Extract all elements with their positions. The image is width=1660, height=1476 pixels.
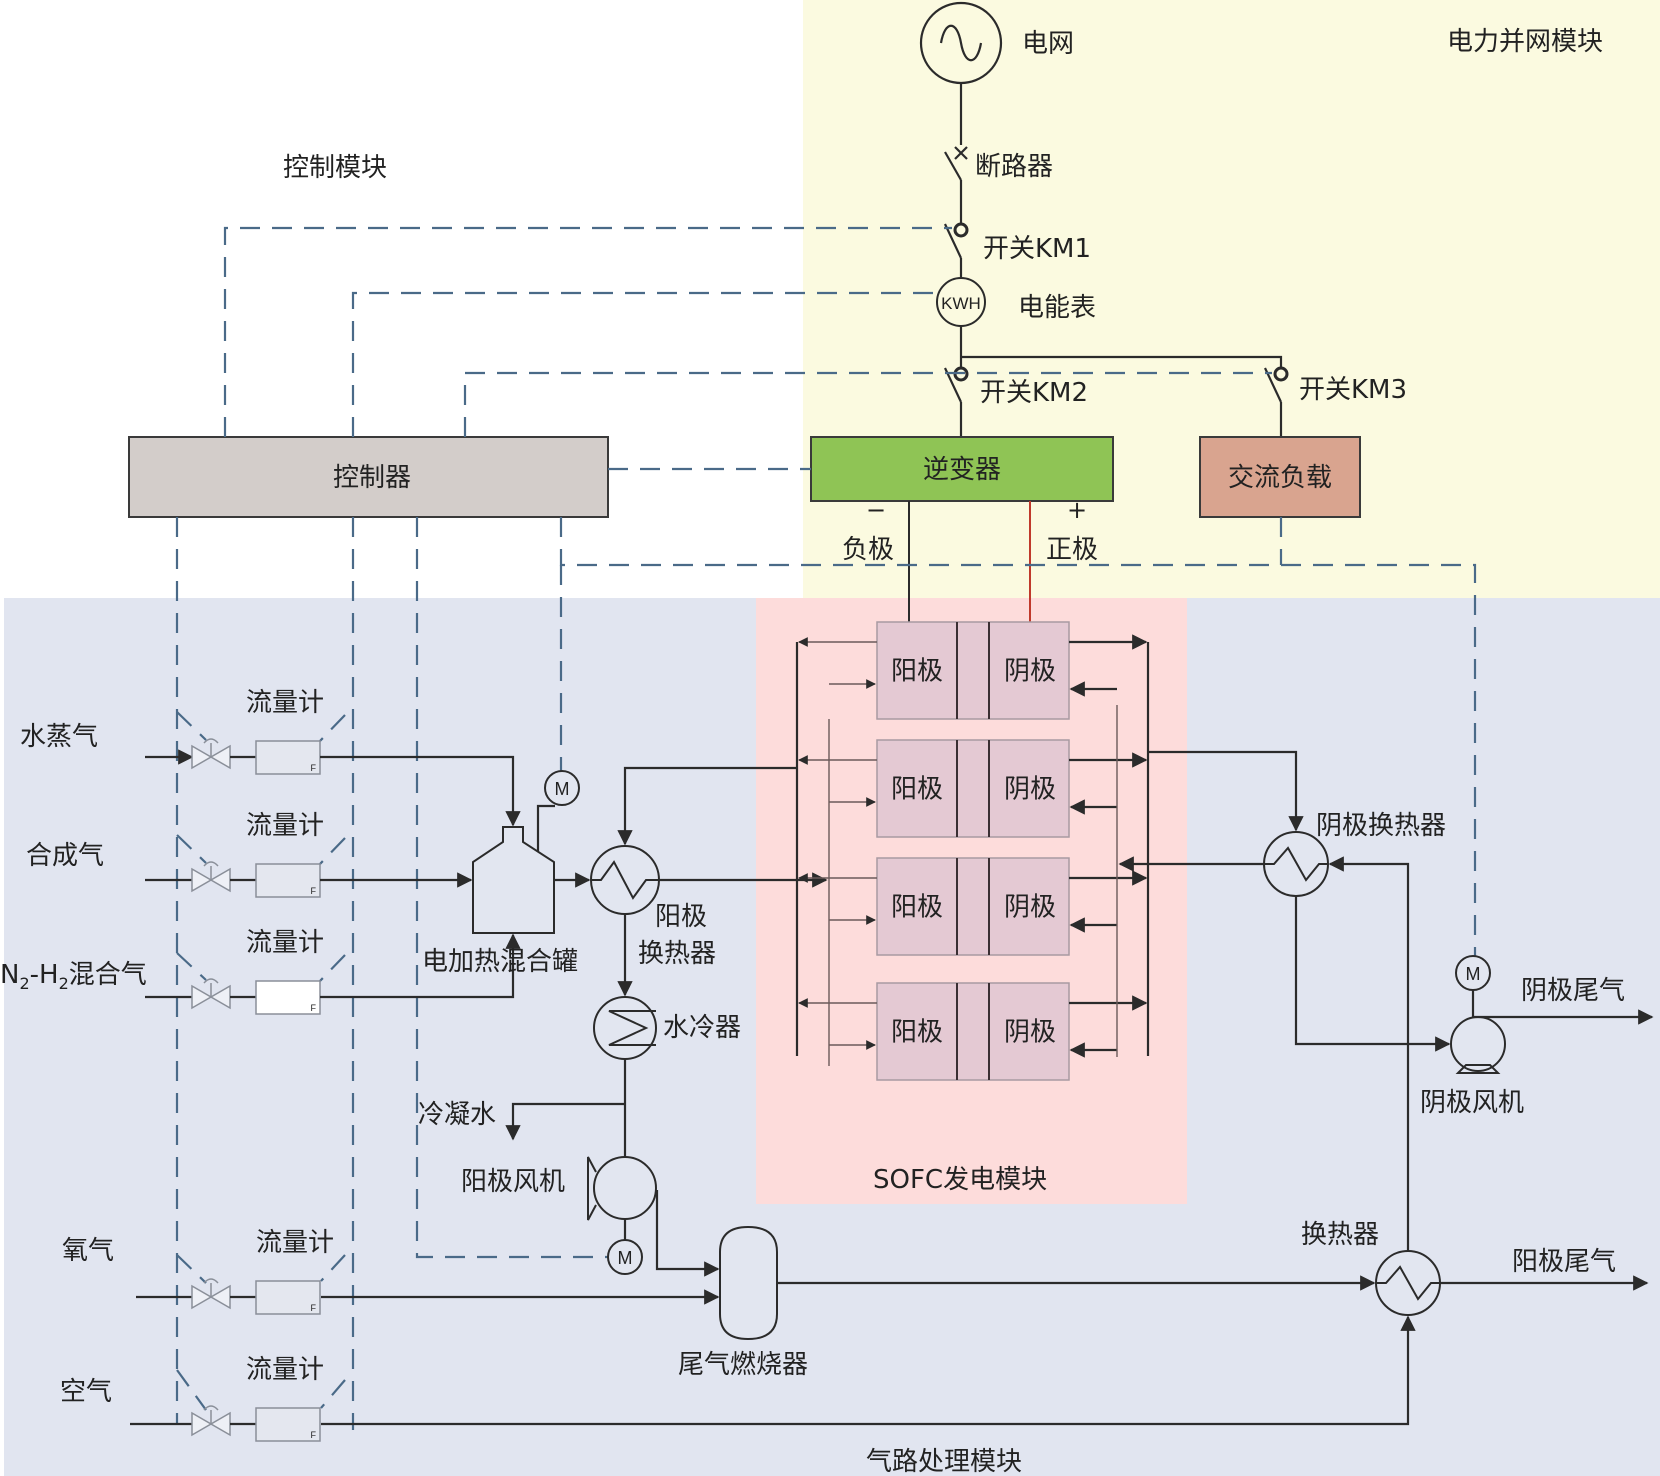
cathode-label: 阴极 [1004,1018,1056,1048]
anode-exhaust-label: 阳极尾气 [1512,1247,1616,1277]
oxygen-label: 氧气 [62,1236,114,1266]
switch-km1-label: 开关KM1 [983,234,1091,264]
flowmeter-label: 流量计 [246,811,324,841]
mixing-tank [472,826,555,934]
steam-label: 水蒸气 [20,722,98,752]
anode-hx-label-1: 阳极 [655,902,707,932]
breaker-icon [944,146,968,181]
flowmeter-tag: F [311,763,317,773]
sofc-cell[interactable]: 阳极 阴极 [798,857,1148,956]
anode-label: 阳极 [891,657,943,687]
cathode-heat-exchanger [1263,831,1329,897]
ac-load-label: 交流负载 [1228,463,1332,493]
sofc-module-label: SOFC发电模块 [873,1165,1047,1195]
cathode-exhaust-label: 阴极尾气 [1521,976,1625,1006]
inlet-air: 空气 [60,1377,192,1426]
breaker-label: 断路器 [975,152,1053,182]
anode-fan-motor: M [607,1239,643,1275]
condensate-label: 冷凝水 [418,1100,496,1130]
n2h2-label: N2-H2混合气 [0,960,147,993]
air-label: 空气 [60,1377,112,1407]
heat-exchanger [1375,1250,1441,1316]
power-module-label: 电力并网模块 [1447,27,1603,57]
flowmeter: F [255,980,321,1015]
switch-km1-icon[interactable] [944,222,969,259]
plus-sign: + [1067,496,1087,524]
controller-label: 控制器 [333,463,411,493]
flowmeter-label: 流量计 [256,1228,334,1258]
switch-km2-label: 开关KM2 [980,378,1088,408]
motor-icon: M [555,779,570,799]
energy-meter-symbol: KWH [941,294,981,313]
anode-hx-label-2: 换热器 [638,939,716,969]
flowmeter-label: 流量计 [246,928,324,958]
cathode-fan-motor: M [1455,955,1491,991]
flowmeter-label: 流量计 [246,1355,324,1385]
burner-label: 尾气燃烧器 [678,1350,808,1380]
water-cooler-label: 水冷器 [663,1013,741,1043]
motor-icon: M [1466,964,1481,984]
cathode-fan [1450,1016,1506,1074]
control-valve[interactable] [191,861,231,893]
energy-meter: KWH [936,277,986,327]
inlet-steam: 水蒸气 [20,722,194,765]
anode-label: 阳极 [891,775,943,805]
mixer-motor: M [544,770,580,806]
controller-box[interactable] [128,436,609,518]
energy-meter-label: 电能表 [1018,293,1096,323]
minus-sign: − [866,496,886,524]
cathode-label: 阴极 [1004,657,1056,687]
ac-sine-icon [939,24,983,62]
flowmeter-tag: F [311,886,317,896]
inlet-syngas: 合成气 [26,841,192,882]
inverter-label: 逆变器 [923,455,1001,485]
anode-fan-label: 阳极风机 [461,1167,565,1197]
water-cooler [593,996,657,1060]
grid-label: 电网 [1022,29,1074,59]
anode-label: 阳极 [891,1018,943,1048]
cathode-hx-label: 阴极换热器 [1316,811,1446,841]
cathode-fan-label: 阴极风机 [1420,1088,1524,1118]
control-signal-lines [175,226,1477,1430]
flowmeter-tag: F [311,1003,317,1013]
flowmeter-label: 流量计 [246,688,324,718]
flowmeter-tag: F [311,1430,317,1440]
flowmeter: F [255,740,321,775]
sofc-stack: 阳极阴极阳极阴极阳极阴极阳极阴极 [798,621,1148,1081]
sofc-cell[interactable]: 阳极 阴极 [798,621,1148,720]
sofc-cell[interactable]: 阳极 阴极 [798,982,1148,1081]
heat-exchanger-label: 换热器 [1301,1220,1379,1250]
positive-terminal-label: 正极 [1046,535,1098,565]
flowmeter: F [255,1407,321,1442]
flowmeter-tag: F [311,1303,317,1313]
inlet-oxygen: 氧气 [62,1236,192,1299]
gas-module-label: 气路处理模块 [866,1447,1022,1476]
control-module-label: 控制模块 [283,153,387,183]
mixer-label: 电加热混合罐 [422,947,578,977]
motor-icon: M [618,1248,633,1268]
anode-label: 阳极 [891,893,943,923]
switch-km3-label: 开关KM3 [1299,375,1407,405]
flowmeter: F [255,1280,321,1315]
control-valve[interactable] [191,1278,231,1310]
cathode-label: 阴极 [1004,775,1056,805]
anode-heat-exchanger [590,845,660,915]
sofc-cell[interactable]: 阳极 阴极 [798,739,1148,838]
tail-gas-burner [719,1225,778,1341]
syngas-label: 合成气 [26,841,104,871]
cathode-label: 阴极 [1004,893,1056,923]
inlet-n2h2: N2-H2混合气 [0,960,192,999]
negative-terminal-label: 负极 [842,535,894,565]
flowmeter: F [255,863,321,898]
